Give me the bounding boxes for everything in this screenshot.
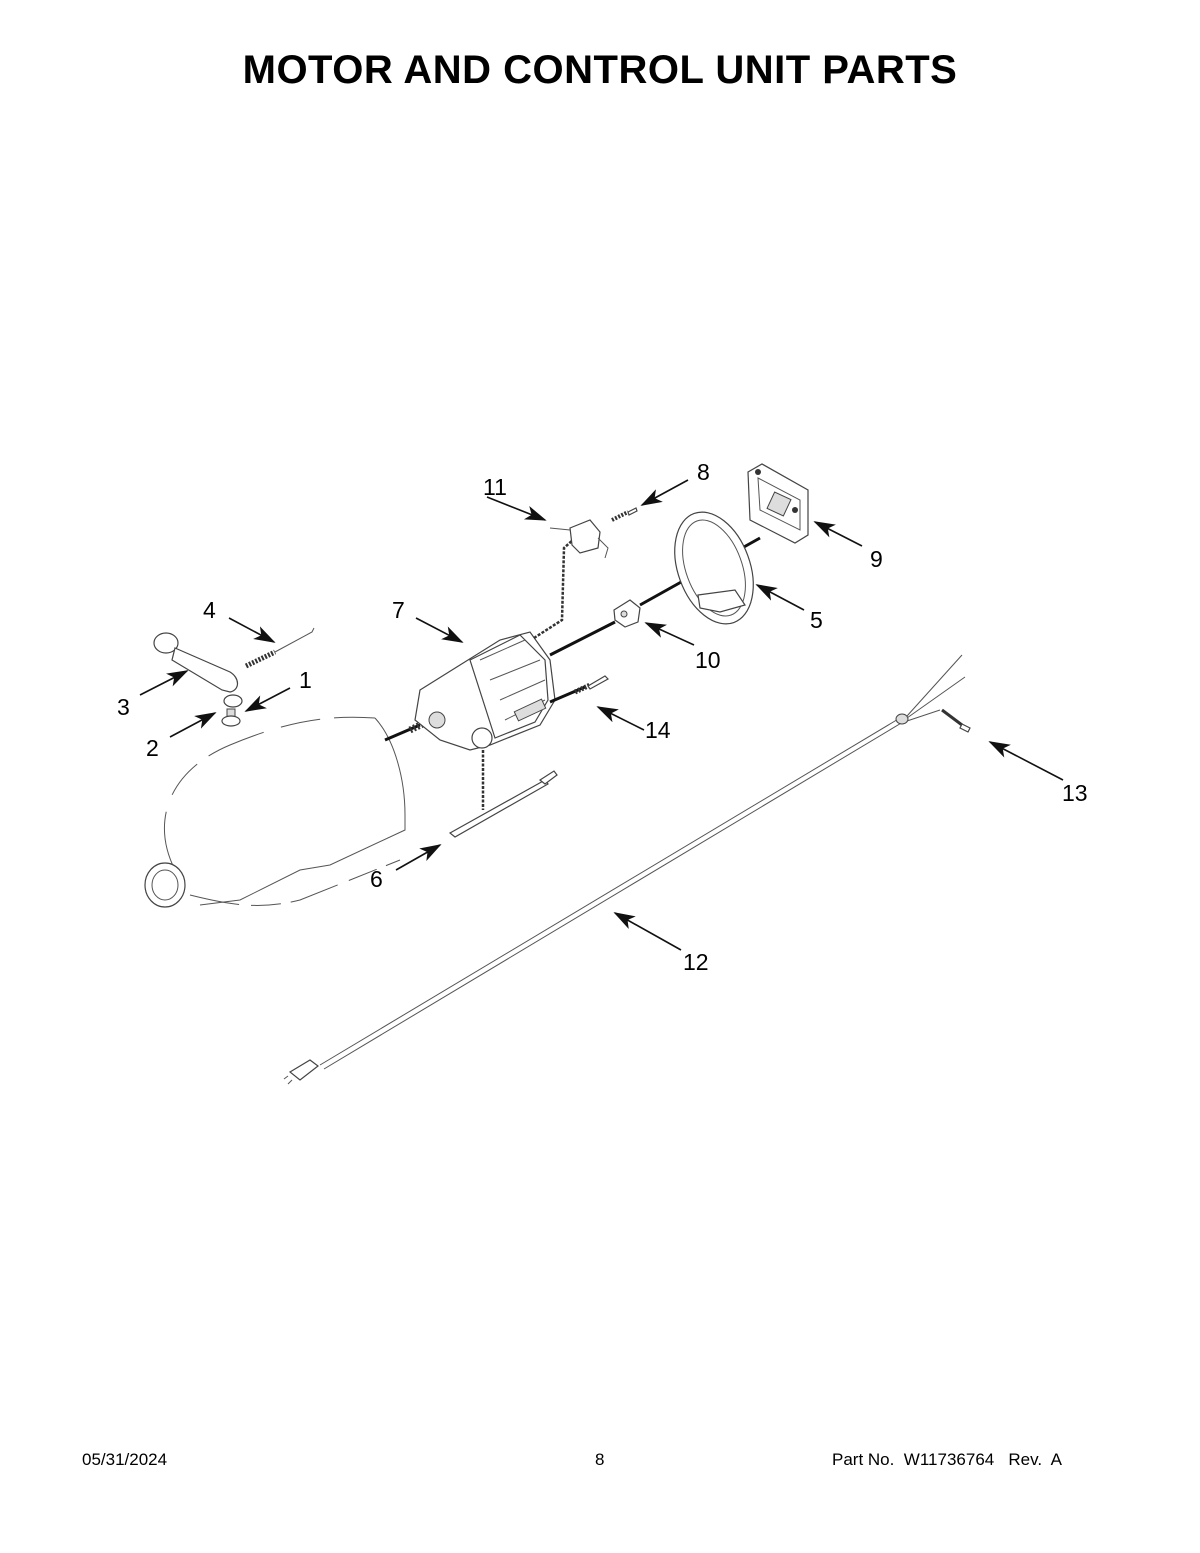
part-9-control-board: [747, 463, 809, 544]
part-5-ring-shield: [674, 511, 754, 625]
footer-part-number: Part No. W11736764 Rev. A: [832, 1450, 1062, 1469]
callout-1: 1: [299, 667, 312, 693]
part-3-lever: [153, 632, 239, 693]
callout-9: 9: [870, 546, 883, 572]
part-2-screw: [221, 708, 241, 727]
part-8-screw: [611, 507, 638, 522]
part-12-power-cord: [283, 654, 966, 1085]
assembly-axis-line: [549, 620, 616, 657]
footer-page-number: 8: [595, 1450, 605, 1469]
part-11-bracket: [549, 519, 609, 559]
part-10-brush-holder: [613, 599, 641, 628]
footer-date: 05/31/2024: [82, 1450, 168, 1469]
callout-7: 7: [392, 597, 405, 623]
callout-6: 6: [370, 866, 383, 892]
callout-13: 13: [1062, 780, 1088, 806]
part-6-speed-control-rod: [448, 770, 558, 838]
leader-arrows: [139, 479, 1064, 951]
callout-11: 11: [483, 474, 507, 500]
callout-5: 5: [810, 607, 823, 633]
callout-3: 3: [117, 694, 130, 720]
part-13-screw: [941, 708, 971, 733]
callout-12: 12: [683, 949, 709, 975]
callout-14: 14: [645, 717, 671, 743]
callout-4: 4: [203, 597, 216, 623]
part-7-motor: [384, 631, 556, 751]
part-4-spring: [244, 627, 315, 669]
callout-10: 10: [695, 647, 721, 673]
part-1-washer: [223, 694, 243, 708]
mixer-head-housing: [144, 716, 406, 908]
callout-2: 2: [146, 735, 159, 761]
callout-8: 8: [697, 459, 710, 485]
page-title: MOTOR AND CONTROL UNIT PARTS: [242, 48, 958, 92]
